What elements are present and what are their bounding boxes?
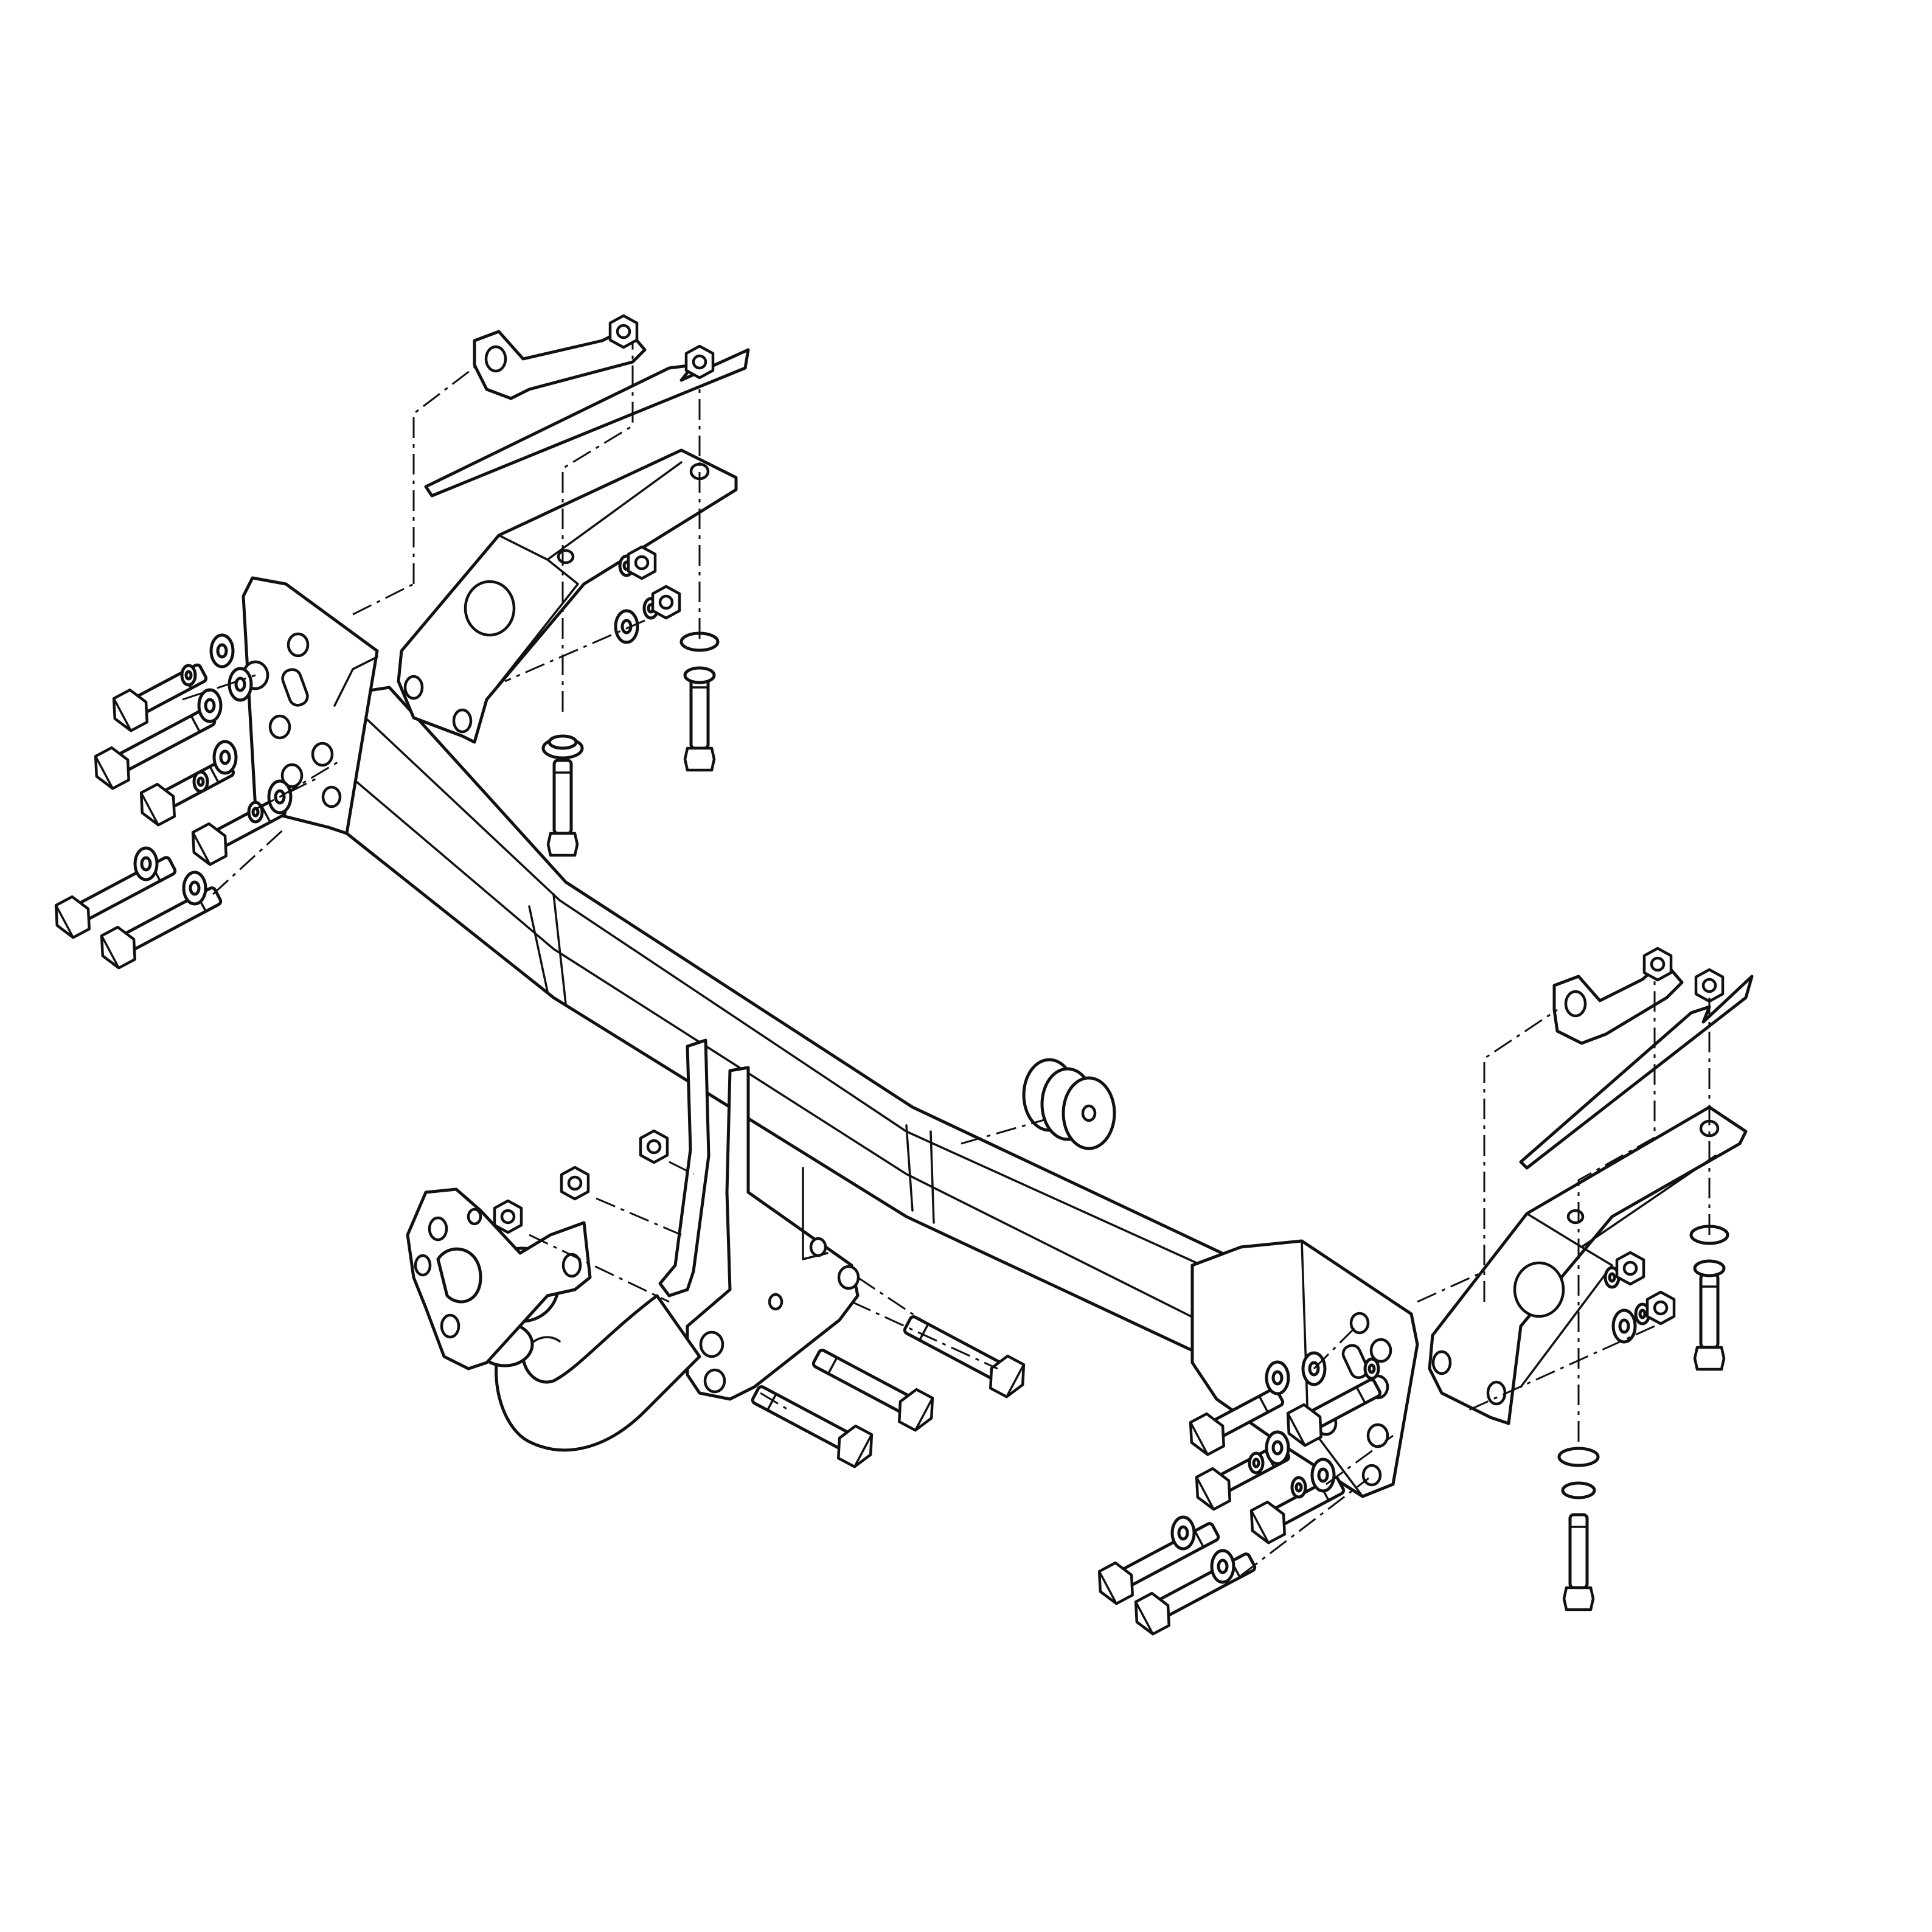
right-vertical-bolt-b xyxy=(1689,1225,1729,1369)
right-leader-lines xyxy=(1240,979,1711,1577)
tow-ball-bolts xyxy=(747,1276,1031,1471)
socket-plate xyxy=(406,1187,592,1371)
right-upper-bracket xyxy=(1428,1105,1748,1425)
left-leader-lines xyxy=(182,341,701,895)
left-vertical-bolt-b xyxy=(679,631,720,770)
left-strip-plate xyxy=(424,346,750,498)
right-upper-hardware xyxy=(1605,1253,1674,1342)
right-bolts xyxy=(1092,1371,1386,1638)
tow-ball-nuts xyxy=(495,1131,694,1303)
right-clamp-bracket xyxy=(1552,948,1684,1045)
left-upper-hardware xyxy=(616,547,679,642)
rubber-bumper xyxy=(961,1058,1116,1150)
right-strip-plate xyxy=(1519,970,1754,1170)
left-vertical-bolt-a xyxy=(541,734,584,855)
left-clamp-bracket xyxy=(473,316,647,400)
left-bracket-plate xyxy=(241,576,379,835)
left-upper-bracket xyxy=(397,448,738,744)
right-vertical-bolt-a xyxy=(1557,1447,1600,1610)
tow-ball-mount-plates xyxy=(658,1038,860,1401)
